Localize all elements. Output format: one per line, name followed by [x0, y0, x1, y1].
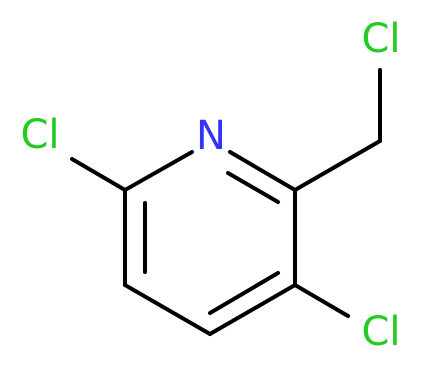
- bond-c2-ch2: [293, 139, 382, 192]
- bond-c6-cl: [70, 157, 127, 192]
- bond-c3-cl: [293, 283, 350, 318]
- bond-c4-c5: [123, 283, 212, 336]
- chlorine-ring3-label: Cl: [361, 309, 400, 355]
- bond-c3-c4: [208, 283, 297, 336]
- double-bond-c3-c4: [208, 271, 280, 315]
- double-bond-n1-c2: [226, 171, 280, 204]
- chlorine-ring6-label: Cl: [20, 112, 59, 158]
- bond-n1-c2: [228, 150, 297, 192]
- bond-c6-n1: [123, 150, 194, 192]
- nitrogen-atom-label: N: [196, 113, 226, 159]
- chlorine-methyl-label: Cl: [361, 16, 400, 62]
